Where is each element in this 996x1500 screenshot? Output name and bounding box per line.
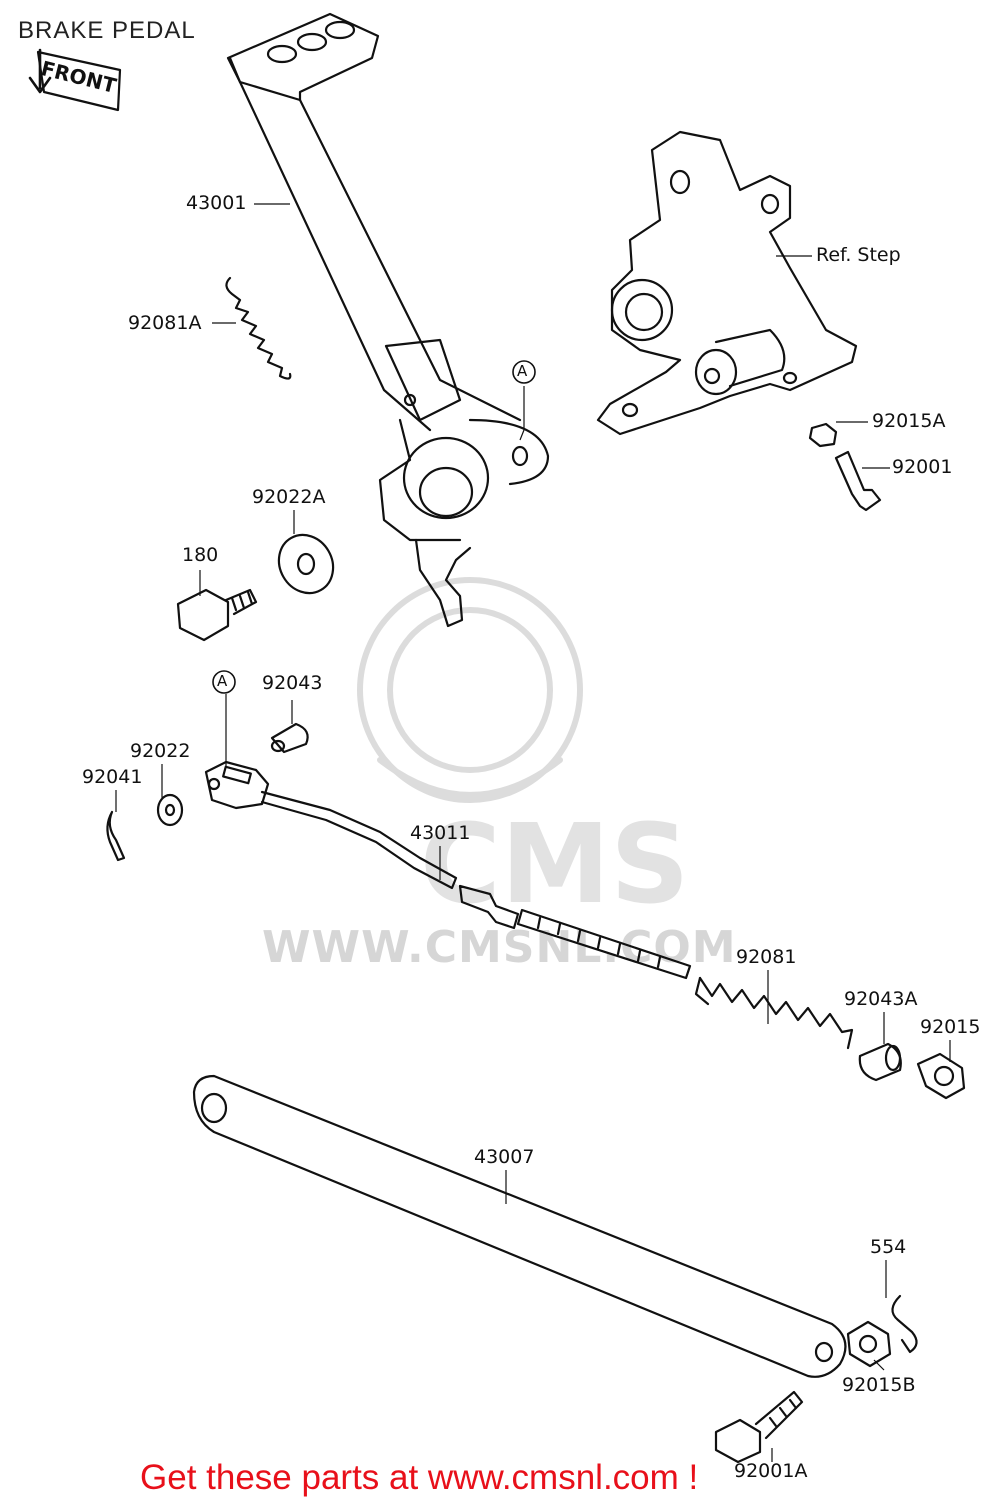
sleeve-92043a [858,1042,902,1082]
part-number-92081: 92081 [736,946,797,968]
part-number-43007: 43007 [474,1146,535,1168]
brake-pedal-arm [226,12,550,628]
pin-92043 [270,722,309,754]
part-number-554: 554 [870,1236,907,1258]
watermark-mascot [357,577,583,803]
callout-a-upper-label: A [517,362,528,380]
part-number-92015a: 92015A [872,410,946,432]
bolt-180 [176,588,258,642]
part-number-92001: 92001 [892,456,953,478]
clip-554 [891,1294,918,1354]
part-number-92022: 92022 [130,740,191,762]
part-number-92015b: 92015B [842,1374,916,1396]
callout-a-upper [512,360,536,384]
return-spring-small [225,276,292,380]
part-number-92022a: 92022A [252,486,326,508]
part-number-180: 180 [182,544,219,566]
part-number-92081a: 92081A [128,312,202,334]
watermark-url: WWW.CMSNL.COM [262,922,737,973]
part-number-92015: 92015 [920,1016,981,1038]
part-number-43011: 43011 [410,822,471,844]
washer-92022 [156,793,184,827]
watermark-brand: CMS [420,800,690,928]
promo-link[interactable]: Get these parts at www.cmsnl.com ! [140,1458,699,1497]
nut-92015a [808,422,838,448]
washer-92022a [277,533,335,595]
part-number-43001: 43001 [186,192,247,214]
ref-step-bracket [596,130,858,436]
part-number-92001a: 92001A [734,1460,808,1482]
part-number-92043: 92043 [262,672,323,694]
rod-43011 [204,760,692,980]
part-label-ref-step: Ref. Step [816,244,901,266]
nut-92015 [916,1052,966,1100]
diagram-title: BRAKE PEDAL [18,17,196,44]
return-spring-92081 [694,976,854,1050]
front-marker [28,48,122,112]
callout-a-lower [212,670,236,694]
rod-43007 [192,1074,847,1378]
bolt-92001 [834,450,882,512]
cotter-pin-92041 [106,810,126,862]
part-number-92041: 92041 [82,766,143,788]
part-number-92043a: 92043A [844,988,918,1010]
callout-a-lower-label: A [217,672,228,690]
nut-92015b [846,1320,892,1368]
bolt-92001a [714,1390,804,1464]
leader-lines [115,203,951,1462]
